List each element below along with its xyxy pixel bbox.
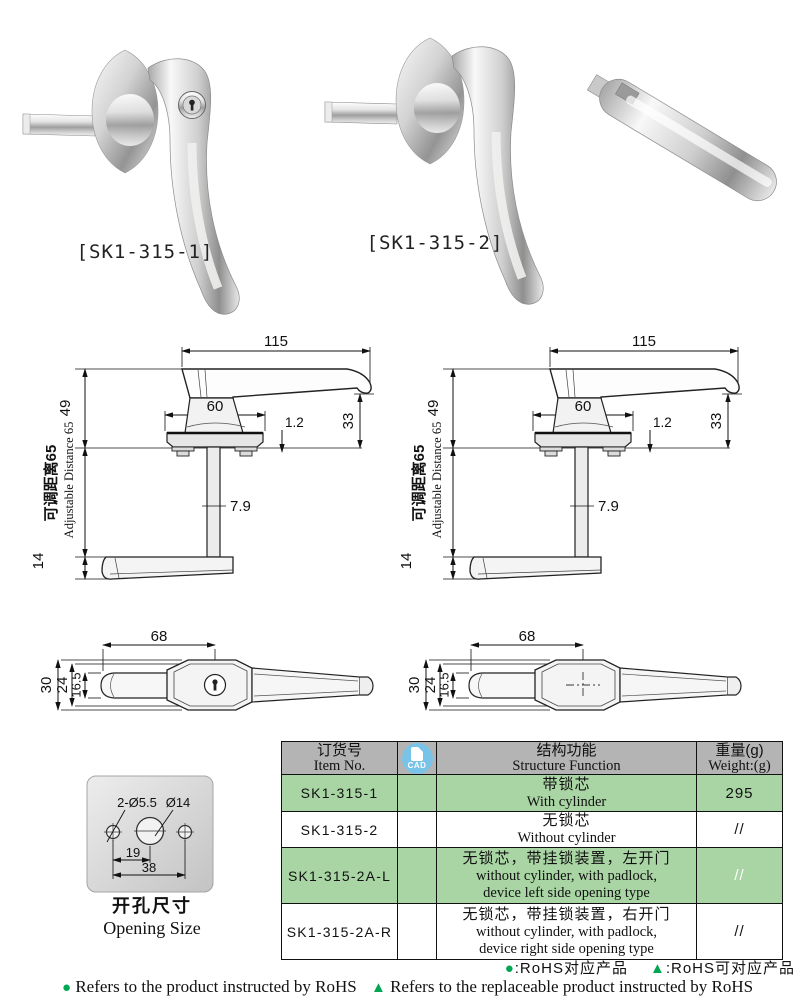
centerline-cross (566, 672, 600, 698)
dim-1-2: 1.2 (653, 415, 672, 430)
dim-115: 115 (264, 333, 288, 350)
dim-7-9: 7.9 (230, 498, 251, 515)
product-photo-sk1-315-1 (22, 49, 240, 315)
item-no-cell: SK1-315-2A-R (281, 903, 398, 960)
rohs-legend-en: ● Refers to the product instructed by Ro… (62, 977, 754, 996)
opening-size-drawing: 2-Ø5.5 Ø14 19 38 (86, 775, 214, 893)
handle-outline (181, 368, 372, 399)
top-view-drawing-left: 68 30 24 16.5 (38, 628, 374, 711)
weight-cell: // (696, 811, 783, 848)
handle-outline (549, 368, 740, 399)
weight-cell: 295 (696, 774, 783, 812)
dim-14: 14 (398, 553, 415, 570)
dim-holes: 2-Ø5.5 (117, 795, 157, 810)
spare-handle-photo (586, 74, 777, 202)
rohs-triangle-icon: ▲ (370, 980, 386, 996)
dim-adjustable-cn: 可调距离65 (410, 445, 428, 522)
opening-size-caption-cn: 开孔尺寸 (112, 896, 192, 916)
opening-size-caption-en: Opening Size (103, 918, 201, 938)
item-no-cell: SK1-315-2 (281, 811, 398, 848)
dim-33: 33 (708, 413, 725, 430)
dim-115: 115 (632, 333, 656, 350)
dim-30: 30 (38, 677, 55, 694)
front-view-drawing-left: 115 60 33 1.2 7.9 49 14 可调距离65 Adjustabl… (30, 333, 374, 580)
dim-24: 24 (422, 677, 439, 694)
dim-16-5: 16.5 (437, 672, 452, 697)
dim-adjustable-en: Adjustable Distance 65 (62, 422, 76, 539)
product-label-2: [SK1-315-2] (366, 232, 504, 254)
dim-30: 30 (406, 677, 423, 694)
dim-adjustable-cn: 可调距离65 (42, 445, 60, 522)
dim-19: 19 (126, 845, 140, 860)
latch-bar (101, 556, 234, 580)
function-cell: 无锁芯，带挂锁装置，左开门 without cylinder, with pad… (436, 847, 697, 904)
cad-cell (397, 811, 437, 848)
item-no-cell: SK1-315-2A-L (281, 847, 398, 904)
dim-7-9: 7.9 (598, 498, 619, 515)
dim-16-5: 16.5 (69, 672, 84, 697)
latch-bar (469, 556, 602, 580)
dim-49: 49 (57, 400, 74, 417)
weight-cell: // (696, 847, 783, 904)
header-item-no: 订货号 Item No. (281, 741, 398, 775)
dim-24: 24 (54, 677, 71, 694)
rohs-dot-icon: ● (62, 980, 72, 996)
dim-60: 60 (575, 398, 592, 415)
function-cell: 无锁芯，带挂锁装置，右开门 without cylinder, with pad… (436, 903, 697, 960)
item-no-cell: SK1-315-1 (281, 774, 398, 812)
rohs-dot-icon: ● (504, 960, 515, 977)
weight-cell: // (696, 903, 783, 960)
cad-cell (397, 847, 437, 904)
dim-68: 68 (151, 628, 168, 645)
dim-49: 49 (425, 400, 442, 417)
front-view-drawing-right: 115 60 33 1.2 7.9 49 14 可调距离65 Adjustabl… (398, 333, 742, 580)
header-weight: 重量(g) Weight:(g) (696, 741, 783, 775)
rohs-triangle-icon: ▲ (649, 960, 666, 977)
header-structure-function: 结构功能 Structure Function (436, 741, 697, 775)
dim-1-2: 1.2 (285, 415, 304, 430)
dim-33: 33 (340, 413, 357, 430)
function-cell: 无锁芯 Without cylinder (436, 811, 697, 848)
cad-cell (397, 903, 437, 960)
product-label-1: [SK1-315-1] (76, 241, 214, 263)
dim-adjustable-en: Adjustable Distance 65 (430, 422, 444, 539)
top-view-drawing-right: 68 30 24 16.5 (406, 628, 742, 711)
table-row: SK1-315-1 带锁芯 With cylinder 295 (281, 774, 783, 812)
dim-60: 60 (207, 398, 224, 415)
product-photo-sk1-315-2 (324, 37, 544, 305)
table-row: SK1-315-2A-L 无锁芯，带挂锁装置，左开门 without cylin… (281, 847, 783, 904)
function-cell: 带锁芯 With cylinder (436, 774, 697, 812)
dim-38: 38 (142, 860, 156, 875)
dim-center-hole: Ø14 (166, 795, 191, 810)
table-row: SK1-315-2 无锁芯 Without cylinder // (281, 811, 783, 848)
spec-table: 订货号 Item No. CAD 结构功能 Structure Function… (281, 741, 783, 960)
table-header-row: 订货号 Item No. CAD 结构功能 Structure Function… (281, 741, 783, 775)
cad-cell (397, 774, 437, 812)
opening-size-caption: 开孔尺寸 Opening Size (72, 892, 232, 939)
header-cad: CAD (397, 741, 437, 775)
dim-68: 68 (519, 628, 536, 645)
table-row: SK1-315-2A-R 无锁芯，带挂锁装置，右开门 without cylin… (281, 903, 783, 960)
rohs-legend-cn: ●:RoHS对应产品▲:RoHS可对应产品 (504, 960, 795, 977)
dim-14: 14 (30, 553, 47, 570)
cad-icon: CAD (401, 742, 433, 774)
